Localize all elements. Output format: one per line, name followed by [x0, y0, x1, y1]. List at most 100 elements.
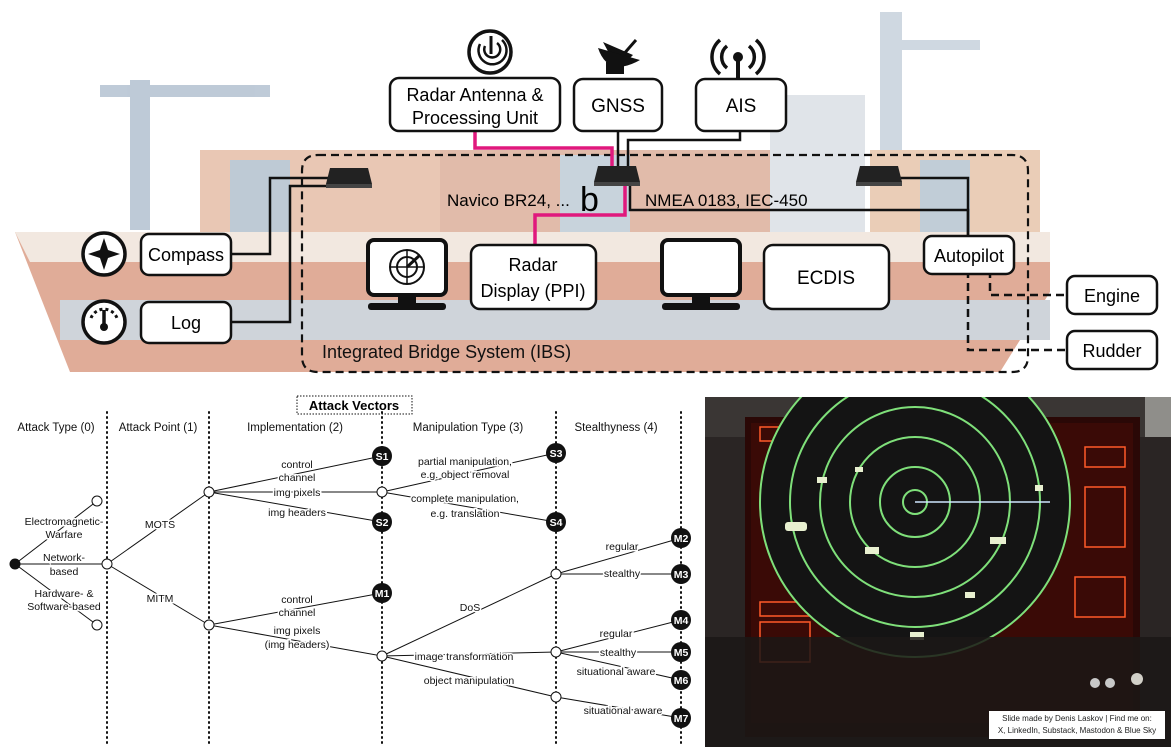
credit-line-1: Slide made by Denis Laskov | Find me on: — [1002, 714, 1152, 723]
svg-text:Rudder: Rudder — [1082, 341, 1141, 361]
label-transform-regular: regular — [600, 628, 633, 640]
speed-gauge-icon — [81, 299, 127, 345]
monitor-icon — [660, 238, 742, 310]
svg-text:GNSS: GNSS — [591, 96, 645, 117]
ibs-boundary — [300, 153, 1030, 374]
svg-text:Log: Log — [171, 313, 201, 333]
autopilot-box: Autopilot — [922, 234, 1016, 276]
tree-edges — [14, 452, 682, 719]
label-mitm: MITM — [147, 593, 174, 605]
radar-scope — [759, 346, 1071, 658]
svg-text:Autopilot: Autopilot — [934, 246, 1004, 266]
badge-m7: M7 — [671, 708, 691, 728]
label-image-transformation: image transformation — [415, 651, 514, 663]
svg-text:M4: M4 — [674, 615, 689, 627]
satellite-dish-icon — [598, 39, 640, 74]
credit-line-2: X, LinkedIn, Substack, Mastodon & Blue S… — [997, 726, 1157, 735]
radio-tower-icon — [710, 38, 766, 78]
log-box: Log — [139, 300, 233, 345]
label-mots: MOTS — [145, 519, 175, 531]
engine-box: Engine — [1065, 274, 1159, 316]
label-hw-sw-2: Software-based — [27, 601, 101, 613]
label-mots-img-pixels: img pixels — [274, 487, 321, 499]
ecdis-box: ECDIS — [762, 243, 891, 311]
radar-monitor-icon — [366, 238, 448, 310]
label-partial-manip: partial manipulation, — [418, 456, 512, 468]
badge-m2: M2 — [671, 528, 691, 548]
svg-text:Radar Antenna &: Radar Antenna & — [406, 85, 543, 105]
network-switch-center — [594, 166, 640, 186]
svg-text:S1: S1 — [376, 451, 389, 463]
label-mots-control: control — [281, 459, 313, 471]
label-dos: DoS — [460, 602, 480, 614]
badge-m3: M3 — [671, 564, 691, 584]
label-mots-channel: channel — [279, 472, 316, 484]
svg-text:S2: S2 — [376, 517, 389, 529]
radar-display-photo: Slide made by Denis Laskov | Find me on:… — [705, 346, 1171, 747]
svg-text:Engine: Engine — [1084, 286, 1140, 306]
ibs-diagram: Integrated Bridge System (IBS) — [15, 12, 1159, 374]
svg-text:M7: M7 — [674, 713, 689, 725]
compass-box: Compass — [139, 232, 233, 277]
radar-display-box: Radar Display (PPI) — [469, 243, 598, 311]
svg-text:Radar: Radar — [508, 255, 557, 275]
radar-antenna-box: Radar Antenna & Processing Unit — [388, 76, 562, 133]
compass-rose-icon — [81, 231, 127, 277]
label-complete-manip: complete manipulation, — [411, 493, 519, 505]
leaf-badges: S1 S2 S3 S4 M1 M2 M3 M4 M5 M6 M7 — [372, 443, 691, 728]
label-em-warfare: Electromagnetic- — [25, 516, 104, 528]
badge-s4: S4 — [546, 512, 566, 532]
label-mitm-img-pixels: img pixels — [274, 625, 321, 637]
svg-text:Compass: Compass — [148, 245, 224, 265]
label-transform-stealthy: stealthy — [600, 647, 637, 659]
ibs-label: Integrated Bridge System (IBS) — [322, 342, 571, 362]
label-em-warfare-2: Warfare — [46, 529, 83, 541]
slide-credit: Slide made by Denis Laskov | Find me on:… — [989, 711, 1165, 739]
label-mitm-channel: channel — [279, 607, 316, 619]
label-transform-situational: situational aware — [577, 666, 656, 678]
attack-tree-title: Attack Vectors — [309, 398, 399, 413]
radar-screen — [705, 346, 1171, 747]
label-mots-img-headers: img headers — [268, 507, 326, 519]
rudder-box: Rudder — [1065, 329, 1159, 371]
overlay-letter: b — [580, 181, 599, 219]
ais-box: AIS — [694, 77, 788, 133]
label-dos-stealthy: stealthy — [604, 568, 641, 580]
column-header-stealthyness: Stealthyness (4) — [574, 422, 657, 434]
label-dos-regular: regular — [606, 541, 639, 553]
badge-m5: M5 — [671, 642, 691, 662]
label-partial-manip-2: e.g. object removal — [421, 469, 510, 481]
label-network: Network- — [43, 552, 86, 564]
badge-m4: M4 — [671, 610, 691, 630]
svg-text:Display (PPI): Display (PPI) — [480, 281, 585, 301]
nmea-protocol-label: NMEA 0183, IEC-450 — [645, 191, 808, 210]
network-switch-right — [856, 166, 902, 186]
label-mitm-control: control — [281, 594, 313, 606]
column-separators — [106, 411, 682, 746]
badge-m1: M1 — [372, 583, 392, 603]
column-header-attack-point: Attack Point (1) — [119, 422, 198, 434]
cables — [230, 130, 1065, 352]
svg-text:S4: S4 — [550, 517, 563, 529]
label-complete-manip-2: e.g. translation — [431, 508, 500, 520]
column-header-manipulation-type: Manipulation Type (3) — [413, 422, 524, 434]
badge-m6: M6 — [671, 670, 691, 690]
svg-text:S3: S3 — [550, 448, 563, 460]
svg-text:M1: M1 — [375, 588, 390, 600]
column-header-attack-type: Attack Type (0) — [17, 422, 94, 434]
label-hw-sw: Hardware- & — [35, 588, 94, 600]
badge-s2: S2 — [372, 512, 392, 532]
radar-antenna-icon — [467, 29, 513, 75]
radar-protocol-label: Navico BR24, ... — [447, 191, 570, 210]
svg-text:AIS: AIS — [726, 96, 757, 117]
label-network-2: based — [50, 566, 79, 578]
tree-nodes — [9, 486, 562, 703]
label-mitm-img-headers: (img headers) — [265, 639, 330, 651]
svg-text:Processing Unit: Processing Unit — [412, 108, 538, 128]
svg-text:ECDIS: ECDIS — [797, 268, 855, 289]
svg-text:M5: M5 — [674, 647, 689, 659]
svg-text:M2: M2 — [674, 533, 689, 545]
label-objmanip-situational: situational aware — [584, 705, 663, 717]
column-header-implementation: Implementation (2) — [247, 422, 343, 434]
gnss-box: GNSS — [572, 77, 664, 133]
